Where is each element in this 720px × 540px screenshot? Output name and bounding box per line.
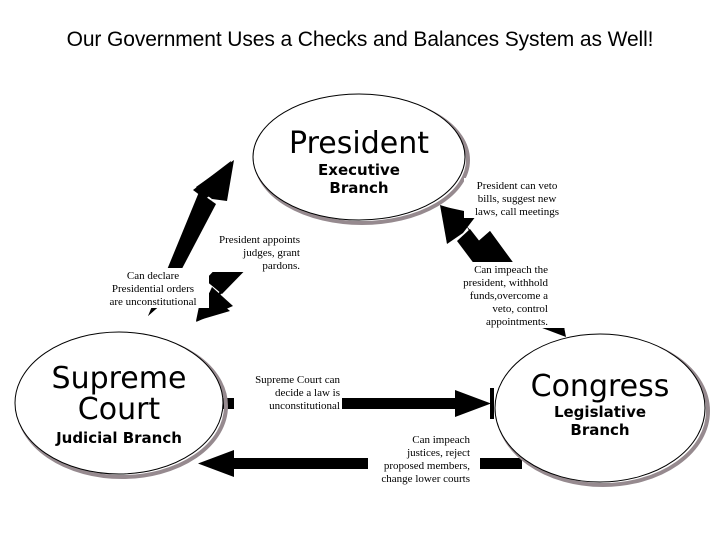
edge-label-line: judges, grant: [242, 247, 300, 259]
page-title: Our Government Uses a Checks and Balance…: [66, 28, 654, 51]
supreme-court-subtitle: Judicial Branch: [55, 429, 182, 447]
edge-label-congress-to-supreme-court: Can impeach justices, reject proposed me…: [368, 432, 480, 485]
president-ellipse: [252, 93, 466, 221]
edge-label-supreme-court-to-president: Can declare Presidential orders are unco…: [97, 268, 209, 308]
supreme-court-title-line2: Court: [78, 392, 161, 427]
edge-label-line: veto, control: [492, 303, 548, 315]
congress-ellipse: [494, 333, 706, 483]
node-supreme-court[interactable]: Supreme Court Judicial Branch: [14, 331, 228, 479]
president-subtitle-line1: Executive: [318, 161, 400, 179]
edge-label-supreme-court-to-congress: Supreme Court can decide a law is uncons…: [234, 372, 342, 412]
edge-label-line: laws, call meetings: [475, 206, 559, 218]
edge-label-president-to-supreme-court: President appoints judges, grant pardons…: [204, 232, 300, 272]
edge-label-line: President appoints: [219, 234, 300, 246]
edge-label-line: proposed members,: [384, 460, 470, 472]
edge-label-line: Can impeach: [412, 434, 470, 446]
supreme-court-title-line1: Supreme: [52, 361, 187, 396]
edge-label-line: Presidential orders: [112, 283, 194, 295]
president-subtitle-line2: Branch: [329, 179, 388, 197]
edge-label-line: President can veto: [477, 180, 558, 192]
edge-label-line: are unconstitutional: [109, 296, 196, 308]
congress-subtitle-line2: Branch: [570, 421, 629, 439]
edge-label-congress-to-president: Can impeach the president, withhold fund…: [459, 262, 569, 328]
edge-label-line: Can declare: [127, 270, 179, 282]
edge-label-line: pardons.: [262, 260, 300, 272]
edge-label-line: funds,overcome a: [470, 290, 548, 302]
president-title: President: [289, 126, 429, 161]
edge-label-line: appointments.: [486, 316, 548, 328]
node-president[interactable]: President Executive Branch: [252, 93, 470, 225]
edge-label-line: president, withhold: [463, 277, 548, 289]
congress-subtitle-line1: Legislative: [554, 403, 646, 421]
edge-label-line: justices, reject: [406, 447, 470, 459]
supreme-court-ellipse: [14, 331, 224, 475]
edge-label-president-to-congress: President can veto bills, suggest new la…: [464, 178, 570, 218]
edge-label-line: bills, suggest new: [478, 193, 557, 205]
edge-label-line: decide a law is: [275, 387, 340, 399]
edge-label-line: change lower courts: [381, 473, 470, 485]
edge-label-line: Can impeach the: [474, 264, 548, 276]
congress-title: Congress: [531, 369, 670, 404]
edge-label-line: unconstitutional: [269, 400, 340, 412]
node-congress[interactable]: Congress Legislative Branch: [494, 333, 710, 487]
edge-label-line: Supreme Court can: [255, 374, 340, 386]
